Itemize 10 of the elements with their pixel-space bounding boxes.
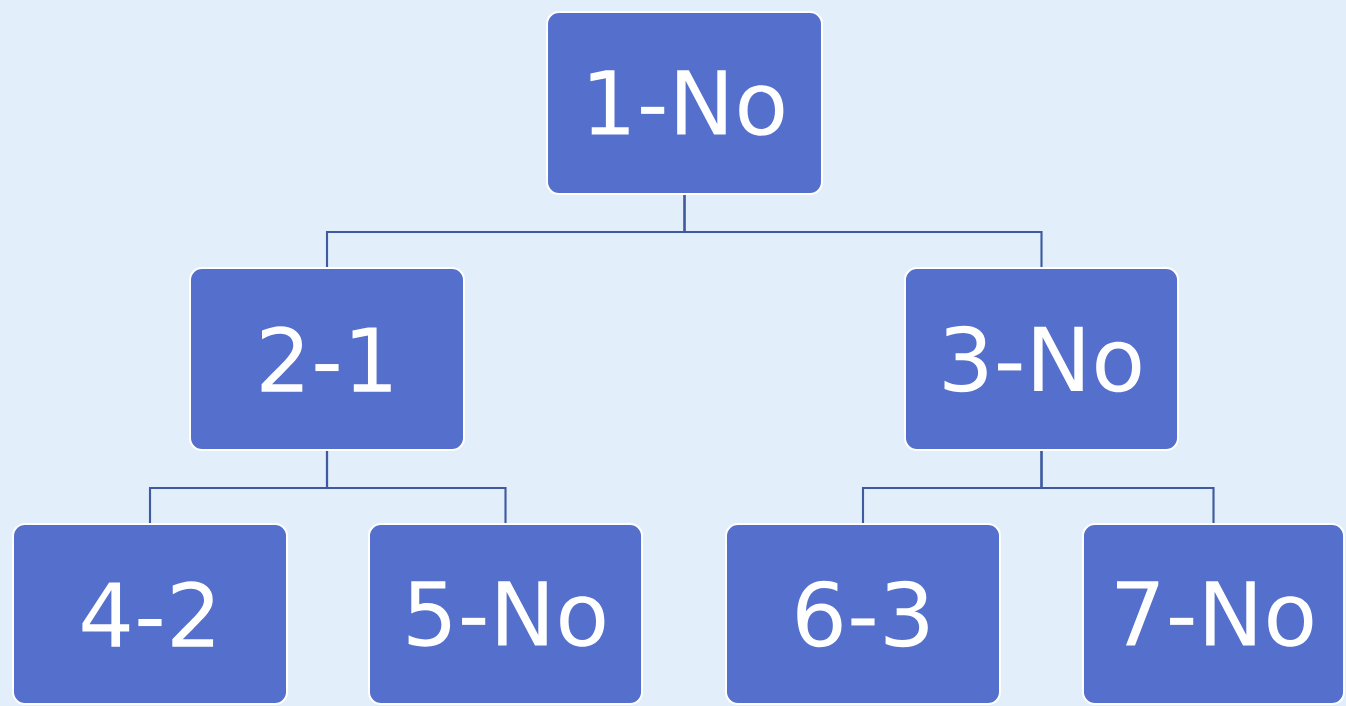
tree-box: 4-2 [12,523,288,705]
tree-box: 2-1 [189,267,465,451]
connector-line [683,195,1043,267]
tree-box: 5-No [368,523,644,705]
tree-box: 1-No [546,11,823,195]
tree-box: 7-No [1081,523,1346,705]
tree-box: 6-3 [725,523,1001,705]
tree-box: 3-No [903,267,1180,451]
connector-line [1040,451,1215,523]
connector-line [325,451,507,523]
